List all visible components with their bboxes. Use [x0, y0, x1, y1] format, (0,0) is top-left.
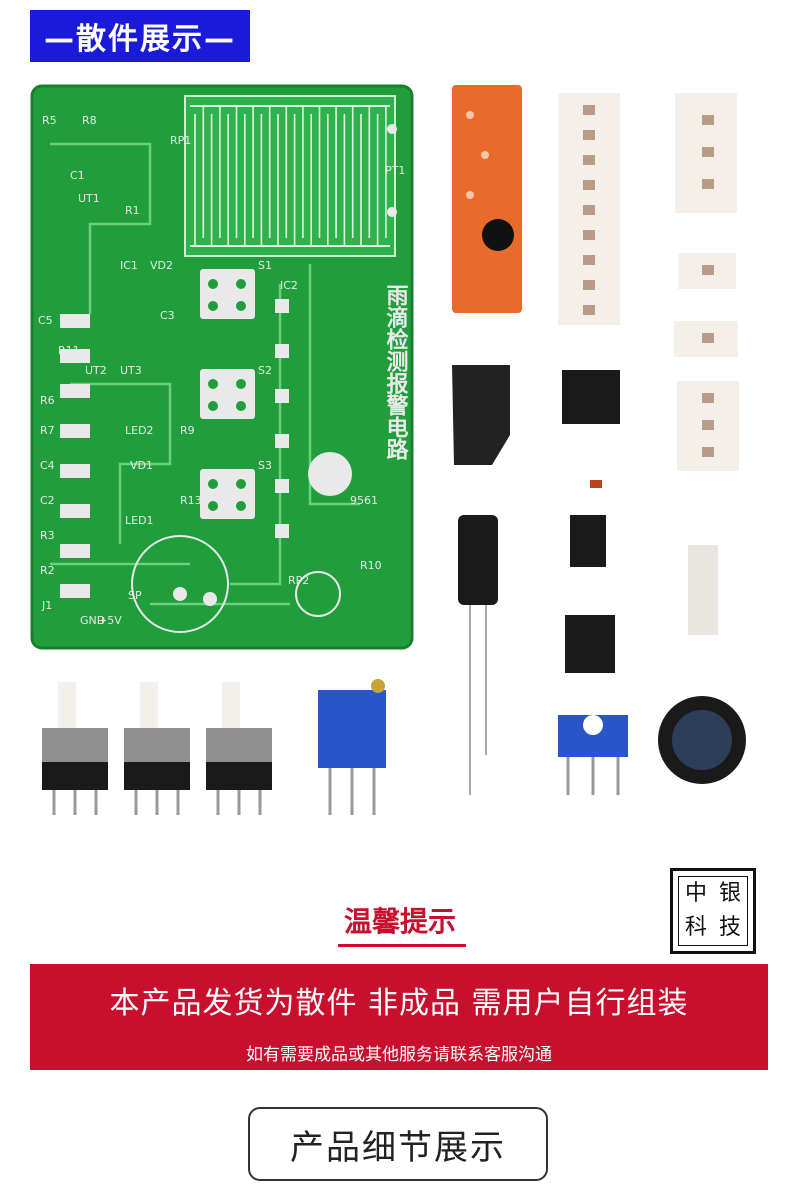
pcb-label: S2 [258, 364, 272, 377]
pcb-label: R3 [40, 529, 55, 542]
pcb-label: R8 [82, 114, 97, 127]
company-seal: 中 银 科 技 [670, 868, 756, 954]
pcb-label: R5 [42, 114, 57, 127]
pcb-label: VD2 [150, 259, 173, 272]
pcb-label: RP2 [288, 574, 309, 587]
components-image [452, 85, 746, 795]
pcb-label: R6 [40, 394, 55, 407]
pcb-label: IC1 [120, 259, 138, 272]
pcb-label: R10 [360, 559, 382, 572]
pcb-label: R9 [180, 424, 195, 437]
seal-char: 科 [684, 915, 707, 940]
tips-title: 温馨提示 [343, 905, 456, 938]
section-badge: —散件展示— [30, 10, 250, 62]
pcb-label: LED2 [125, 424, 154, 437]
pcb-label: R13 [180, 494, 202, 507]
pcb-label: UT2 [85, 364, 107, 377]
pcb-label: 9561 [350, 494, 378, 507]
pcb-label: SP [128, 589, 142, 602]
pcb-label: C5 [38, 314, 53, 327]
switches-image [42, 679, 386, 815]
seal-char: 中 [684, 881, 707, 906]
pcb-label: GND [80, 614, 105, 627]
pcb-label: S3 [258, 459, 272, 472]
pcb-label: IC2 [280, 279, 298, 292]
seal-char: 银 [718, 881, 741, 906]
pcb-label: C1 [70, 169, 85, 182]
pcb-label: LED1 [125, 514, 154, 527]
pcb-label: UT3 [120, 364, 142, 377]
pcb-label: RP1 [170, 134, 191, 147]
pcb-label: R2 [40, 564, 55, 577]
notice-sub-text: 如有需要成品或其他服务请联系客服沟通 [246, 1045, 552, 1065]
pcb-label: R7 [40, 424, 55, 437]
notice-main-text: 本产品发货为散件 非成品 需用户自行组装 [109, 986, 689, 1021]
pcb-label: C4 [40, 459, 55, 472]
pcb-label: UT1 [78, 192, 100, 205]
pcb-label: R1 [125, 204, 140, 217]
seal-char: 技 [718, 915, 741, 940]
pcb-label: PT1 [385, 164, 405, 177]
pcb-label: S1 [258, 259, 272, 272]
pcb-label: J1 [41, 599, 52, 612]
pcb-label: C2 [40, 494, 55, 507]
pcb-title: 雨滴检测报警电路 [383, 284, 410, 460]
pcb-label: VD1 [130, 459, 153, 472]
notice-banner: 本产品发货为散件 非成品 需用户自行组装 如有需要成品或其他服务请联系客服沟通 [30, 964, 768, 1070]
pcb-label: +5V [98, 614, 122, 627]
pcb-label: R11 [58, 344, 80, 357]
tips-underline [338, 944, 466, 947]
section-title-box: 产品细节展示 [248, 1107, 548, 1181]
pcb-label: C3 [160, 309, 175, 322]
